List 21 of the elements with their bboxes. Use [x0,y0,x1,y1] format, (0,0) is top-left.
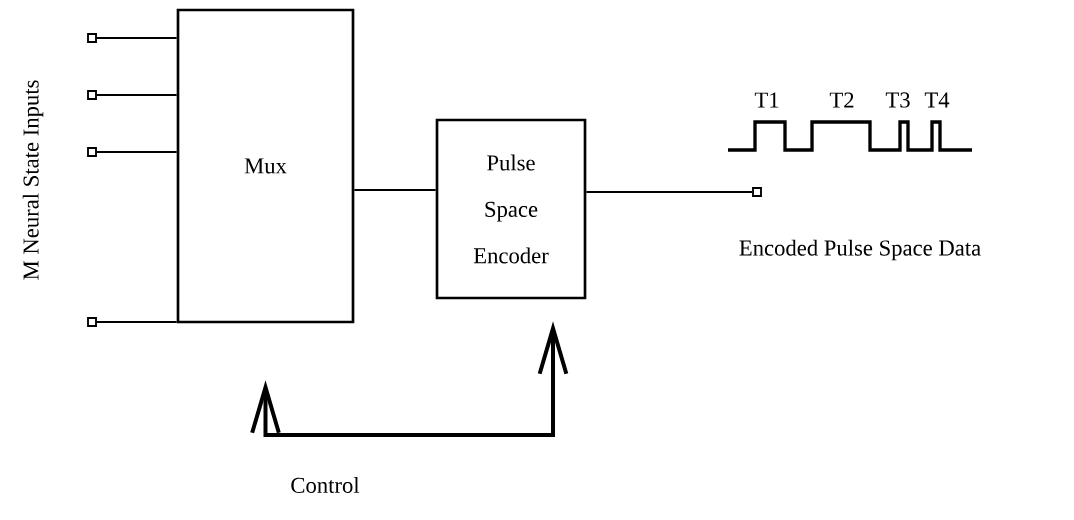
terminal-square [87,33,97,43]
axis-label: M Neural State Inputs [22,80,44,280]
connector-line [353,189,437,191]
block-box: Pulse Space Encoder [435,118,587,300]
terminal-square [87,147,97,157]
pulse-label: T4 [924,92,950,108]
pulse-label: T3 [885,92,910,108]
connector-line [95,37,178,39]
pulse-label: T1 [754,92,779,108]
terminal-square [752,187,762,197]
connector-line [95,94,178,96]
connector-line [95,151,178,153]
connector-line [95,321,178,323]
pulse-label: T2 [829,92,854,108]
block-box: Mux [176,8,355,324]
connector-line [585,191,754,193]
edge-label: Control [289,475,361,495]
terminal-square [87,317,97,327]
arrow [250,321,569,437]
output-label: Encoded Pulse Space Data [739,239,981,261]
terminal-square [87,90,97,100]
